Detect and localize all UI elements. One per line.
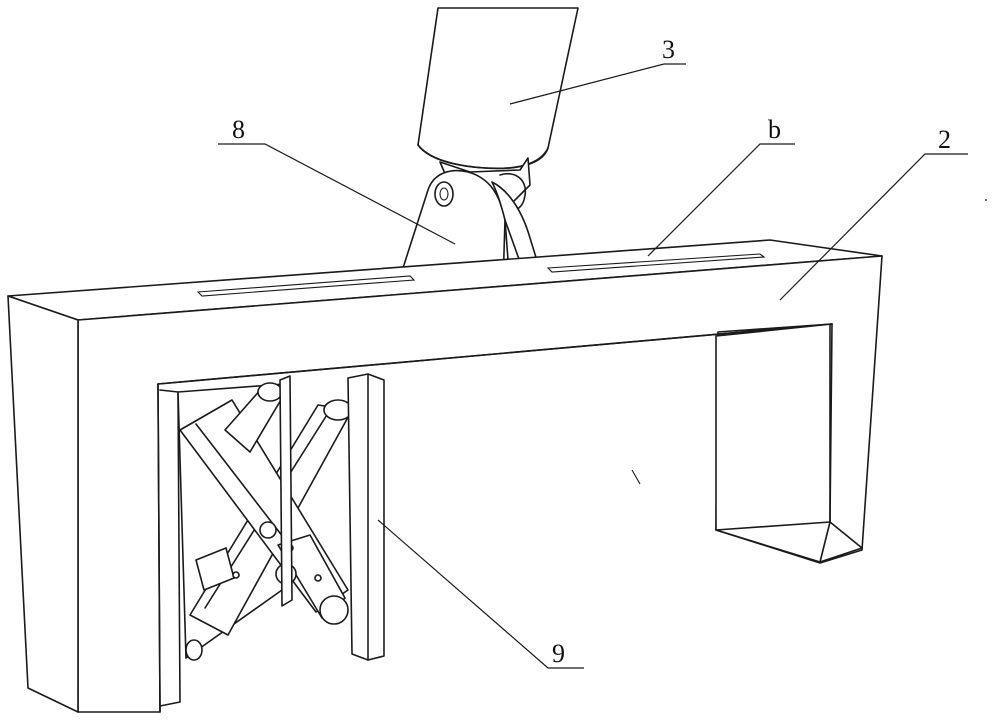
label-frame: 2 (938, 125, 951, 154)
slot-left (196, 275, 416, 297)
label-scissor-plate: 9 (552, 639, 565, 668)
frame (7, 239, 883, 713)
scissor-plate (279, 373, 385, 661)
slot-b (546, 253, 766, 273)
pivot-icon (259, 521, 277, 539)
hinge-pin-icon (434, 181, 454, 207)
label-slot: b (768, 115, 781, 144)
leader-lines (218, 63, 968, 669)
label-hinge-mount: 8 (232, 115, 245, 144)
scissor-mechanism (177, 382, 353, 661)
label-actuator: 3 (662, 35, 675, 64)
